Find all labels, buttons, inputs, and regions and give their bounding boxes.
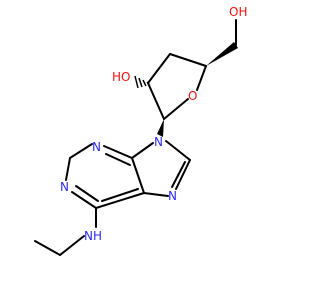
atom-n7: N [168,189,177,203]
bond-n1-c6 [71,191,97,209]
bond-o4-c4 [196,65,207,91]
bond-ch2-ch3 [34,240,61,256]
bond-c4-n3-double [105,153,131,166]
bond-c5-c4 [131,157,145,194]
wedge-c1-n9 [157,119,164,137]
bond-c8-n7-double [171,161,186,188]
atom-n3: N [92,140,101,154]
wedge-c4-c5 [206,42,238,66]
bond-n3-c2 [69,143,93,159]
bond-c8-n7 [175,159,191,190]
bond-c3-c2 [147,53,171,84]
bond-n7-c5 [143,192,169,197]
bond-c6-c5 [95,192,145,209]
atom-hydroxyl-top: OH [229,5,247,19]
bond-nh-ch2 [59,235,85,256]
bond-c4-c3 [169,53,207,67]
bond-n1-c6-double [75,185,99,202]
bond-n9-c8 [165,140,191,161]
bond-c4-n3 [103,145,133,159]
atom-ring-oxygen: O [188,89,197,103]
atom-nh: NH [84,229,102,243]
atom-labels: OH HO O N N N N NH [60,5,247,243]
bond-c2-n1 [65,157,71,181]
bond-c6-c5-inner [101,188,139,202]
bond-layer [34,19,238,256]
atom-hydroxyl-left: HO [112,70,130,84]
bond-c1-o4 [163,98,189,120]
bond-c4-n9 [131,142,154,159]
bond-c2-c1 [147,82,165,120]
molecule-structure: OH HO O N N N N NH [34,5,247,256]
atom-n1: N [60,180,69,194]
hash-c2-oh [134,75,150,89]
atom-n9: N [154,135,163,149]
